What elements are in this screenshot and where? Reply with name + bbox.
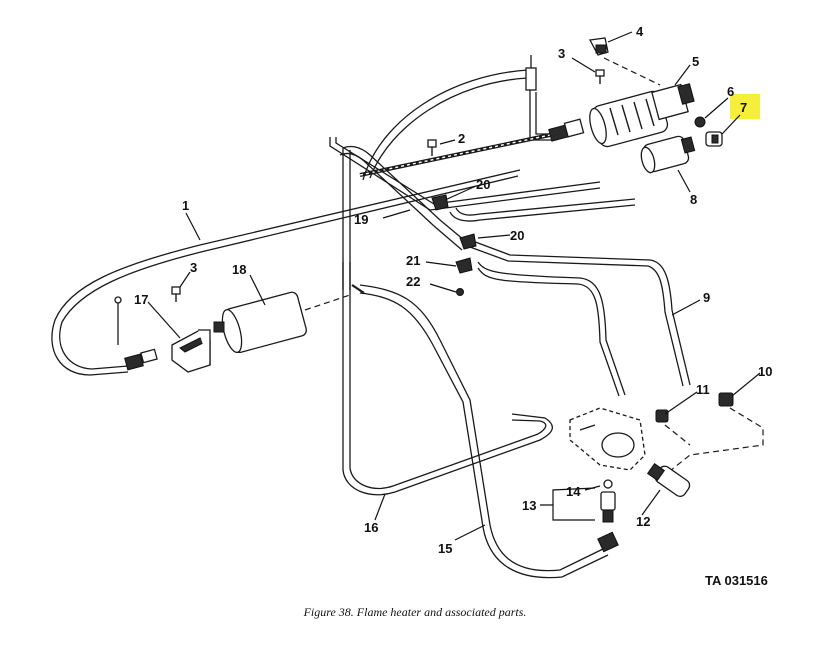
- connector-left: [114, 296, 158, 371]
- part-3-screw-left: [171, 286, 181, 302]
- tube-16: [342, 262, 553, 496]
- part-20-clip-upper: [431, 194, 449, 211]
- callout-3-top: 3: [558, 46, 565, 61]
- callout-20-lower: 20: [510, 228, 524, 243]
- callout-7-highlight: [730, 94, 760, 119]
- part-18-filter: [213, 291, 351, 354]
- part-5-flame-heater: [589, 83, 695, 148]
- callout-20-upper: 20: [476, 177, 490, 192]
- callout-1: 1: [182, 198, 189, 213]
- figure-caption: Figure 38. Flame heater and associated p…: [303, 605, 527, 619]
- tube-1: [51, 169, 521, 376]
- part-14-adapter: [600, 479, 616, 523]
- callout-22: 22: [406, 274, 420, 289]
- tube-15: [351, 284, 619, 579]
- part-21-clip: [455, 257, 473, 274]
- callout-3-left: 3: [190, 260, 197, 275]
- part-10-fitting: [664, 392, 764, 476]
- callout-21: 21: [406, 253, 420, 268]
- part-17-bracket: [171, 329, 211, 373]
- callout-17: 17: [134, 292, 148, 307]
- callout-15: 15: [438, 541, 452, 556]
- tube-9: [469, 239, 691, 397]
- callout-9: 9: [703, 290, 710, 305]
- braided-line: [359, 118, 585, 177]
- callout-4: 4: [636, 24, 644, 39]
- part-20-clip-lower: [459, 233, 477, 250]
- callout-2: 2: [458, 131, 465, 146]
- part-3-screw-top: [595, 69, 605, 84]
- figure-id: TA 031516: [705, 573, 768, 588]
- callout-14: 14: [566, 484, 581, 499]
- callout-18: 18: [232, 262, 246, 277]
- part-12-sensor: [646, 462, 691, 497]
- tube-short: [449, 198, 636, 222]
- part-4-elbow: [588, 37, 661, 86]
- part-22-nut: [456, 288, 464, 296]
- callout-5: 5: [692, 54, 699, 69]
- gasket-elbow: [569, 407, 646, 471]
- callout-7: 7: [740, 100, 747, 115]
- wire-harness: [362, 55, 555, 181]
- callout-13: 13: [522, 498, 536, 513]
- part-7-fitting: [705, 131, 723, 147]
- leader-lines: [147, 31, 761, 541]
- part-8-nozzle: [640, 135, 696, 174]
- callout-16: 16: [364, 520, 378, 535]
- callout-11: 11: [696, 382, 710, 397]
- part-2-screw: [427, 139, 437, 156]
- callout-6: 6: [727, 84, 734, 99]
- callout-19: 19: [354, 212, 368, 227]
- callout-12: 12: [636, 514, 650, 529]
- callout-10: 10: [758, 364, 772, 379]
- part-11-fitting: [655, 409, 691, 446]
- part-6-nut: [694, 116, 706, 128]
- callout-8: 8: [690, 192, 697, 207]
